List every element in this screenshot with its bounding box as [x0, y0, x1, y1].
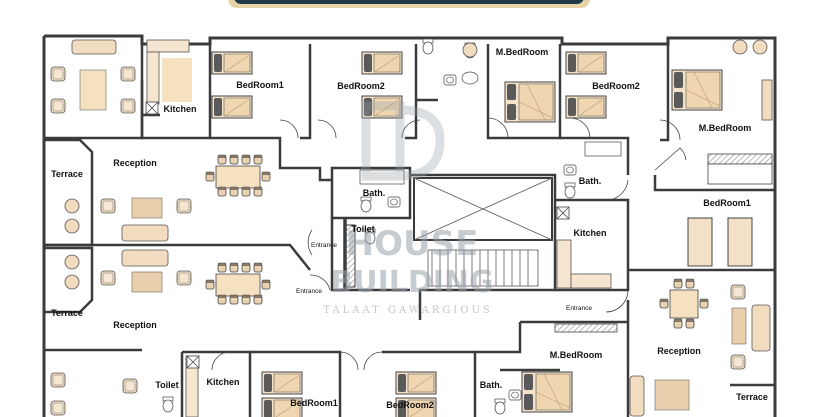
watermark: HOUSE BUILDING TALAAT GAWARGIOUS — [323, 101, 494, 316]
label-bath-bottom: Bath. — [480, 380, 503, 390]
label-reception-mid: Reception — [113, 320, 157, 330]
interior-walls — [44, 36, 775, 417]
lift-shaft — [413, 177, 553, 241]
label-kitchen-bottom: Kitchen — [206, 377, 239, 387]
label-bedroom1-bottom: BedRoom1 — [290, 398, 338, 408]
label-bedroom1-top: BedRoom1 — [236, 80, 284, 90]
dining-sets — [205, 154, 709, 329]
label-toilet-bottom: Toilet — [155, 380, 178, 390]
label-entrance-b: Entrance — [296, 288, 322, 295]
label-terrace-mid: Terrace — [51, 308, 83, 318]
label-bedroom1-right: BedRoom1 — [703, 198, 751, 208]
bath-fixtures — [162, 38, 622, 415]
label-toilet-center: Toilet — [351, 224, 374, 234]
label-bedroom2-top-a: BedRoom2 — [337, 81, 385, 91]
label-mbedroom-top-a: M.BedRoom — [496, 47, 549, 57]
room-labels: Kitchen BedRoom1 BedRoom2 M.BedRoom BedR… — [51, 47, 768, 410]
living-furniture — [50, 39, 773, 417]
label-terrace-top: Terrace — [51, 169, 83, 179]
label-bath-center: Bath. — [363, 188, 386, 198]
label-bath-right: Bath. — [579, 176, 602, 186]
label-kitchen-right: Kitchen — [573, 228, 606, 238]
terrace-furniture — [64, 198, 80, 290]
label-bedroom2-bottom: BedRoom2 — [386, 400, 434, 410]
label-mbedroom-bottom: M.BedRoom — [550, 350, 603, 360]
label-reception-right: Reception — [657, 346, 701, 356]
label-terrace-bottom-right: Terrace — [736, 392, 768, 402]
watermark-author: TALAAT GAWARGIOUS — [323, 305, 492, 316]
duct — [344, 224, 356, 288]
cross-box — [145, 101, 570, 369]
label-reception-top: Reception — [113, 158, 157, 168]
watermark-line1: HOUSE — [346, 224, 479, 264]
title-bar — [228, 0, 590, 8]
wardrobes — [554, 153, 773, 333]
label-entrance-c: Entrance — [566, 305, 592, 312]
label-entrance-a: Entrance — [311, 242, 337, 249]
entrance-labels: Entrance Entrance Entrance — [296, 242, 592, 312]
watermark-line2: BUILDING — [330, 265, 493, 300]
label-bedroom2-top-b: BedRoom2 — [592, 81, 640, 91]
kitchen-counters — [146, 39, 612, 417]
label-kitchen-top: Kitchen — [163, 104, 196, 114]
staircase — [427, 249, 539, 287]
beds — [211, 51, 753, 417]
label-mbedroom-top-b: M.BedRoom — [699, 123, 752, 133]
